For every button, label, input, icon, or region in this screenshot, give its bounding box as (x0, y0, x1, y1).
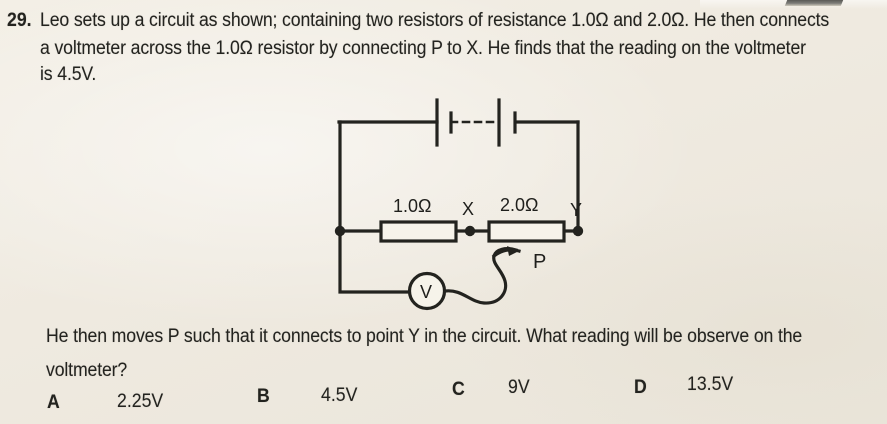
node-x-label: X (462, 199, 474, 219)
probe-p-label: P (533, 251, 546, 273)
wire-voltmeter-branch (338, 229, 412, 294)
option-b-value[interactable]: 4.5V (321, 385, 358, 406)
junction-dot-left (334, 225, 346, 237)
resistor-2-label: 2.0Ω (500, 195, 538, 215)
option-c-label[interactable]: C (452, 379, 465, 400)
resistor-1-body (379, 220, 458, 243)
question-number: 29. (7, 10, 32, 31)
option-d-label[interactable]: D (634, 377, 647, 398)
option-a-label[interactable]: A (47, 392, 60, 413)
junction-dot-y (572, 225, 584, 237)
option-b-label[interactable]: B (257, 386, 270, 407)
question-text-line-5: voltmeter? (46, 360, 128, 381)
question-text-line-2: a voltmeter across the 1.0Ω resistor by … (40, 38, 806, 59)
question-text-line-1: Leo sets up a circuit as shown; containi… (40, 10, 830, 31)
option-d-value[interactable]: 13.5V (687, 374, 734, 395)
junction-dot-x (464, 225, 476, 237)
node-y-label: Y (570, 200, 582, 220)
resistor-1-label: 1.0Ω (393, 196, 431, 216)
voltmeter-label: V (420, 282, 432, 302)
question-text-line-4: He then moves P such that it connects to… (46, 326, 803, 347)
resistor-2-body (487, 220, 566, 243)
option-a-value[interactable]: 2.25V (117, 391, 164, 412)
option-c-value[interactable]: 9V (508, 377, 530, 398)
probe-lead-arrow-tail (491, 248, 521, 259)
probe-lead-wire (443, 247, 518, 305)
question-text-line-3: is 4.5V. (40, 64, 97, 85)
